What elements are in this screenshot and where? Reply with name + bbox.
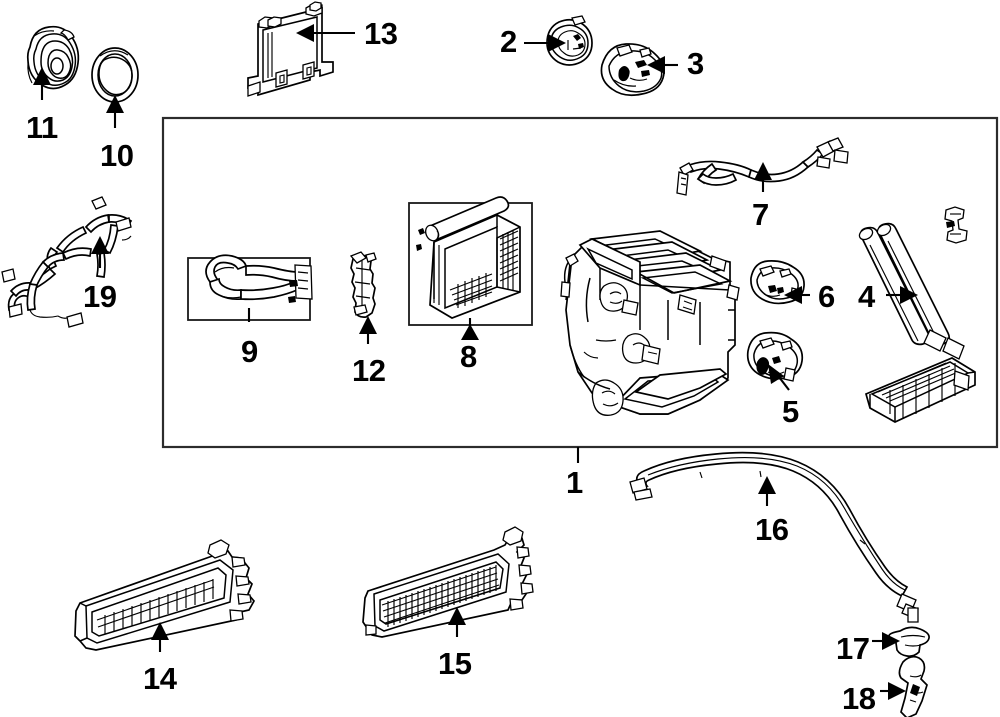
callout-pointer-10 [106,95,124,128]
part-air-inlet-servo-motor [746,331,804,382]
part-drain-valve-clip [898,655,928,717]
callout-label-5: 5 [782,394,799,429]
part-heater-core [858,206,976,423]
part-blower-motor-fan [26,25,80,90]
callout-pointer-13 [296,24,355,42]
callout-pointer-18 [880,682,906,700]
callout-label-7: 7 [752,197,769,232]
callout-pointer-17 [872,632,900,650]
part-mounting-clip [349,251,377,318]
callout-label-6: 6 [818,279,835,314]
callout-label-1: 1 [566,465,583,500]
callout-label-12: 12 [352,353,386,388]
callout-label-8: 8 [460,339,477,374]
callout-label-2: 2 [500,24,517,59]
callout-label-13: 13 [364,16,398,51]
callout-label-10: 10 [100,138,134,173]
callout-pointer-6 [784,286,810,304]
callout-pointer-15 [448,607,466,637]
callout-pointer-11 [33,67,51,100]
part-evaporator-core [416,196,521,319]
callout-pointer-19 [91,236,109,268]
callout-pointer-8 [461,318,479,340]
main-assembly-frame [161,116,999,449]
callout-label-17: 17 [836,631,870,666]
callout-label-14: 14 [143,661,177,696]
callout-label-15: 15 [438,646,472,681]
part-suction-hose-assembly [205,254,313,303]
part-heater-element-core [74,539,256,651]
part-cabin-air-filter-panel [247,1,334,97]
part-mode-servo-motor [600,43,665,97]
callout-label-9: 9 [241,334,258,369]
callout-label-16: 16 [755,512,789,547]
callout-label-3: 3 [687,46,704,81]
callout-label-18: 18 [842,681,876,716]
part-drain-grommet [888,607,930,658]
callout-pointer-2 [524,34,566,52]
callout-label-4: 4 [858,279,875,314]
callout-pointer-4 [886,286,918,304]
part-evaporator-fin-core [362,526,534,638]
callout-pointer-3 [647,56,678,74]
part-wire-harness-lower [1,196,133,328]
callout-label-11: 11 [26,110,58,145]
part-hvac-case-assembly [560,230,740,416]
callout-pointer-12 [359,316,377,344]
callout-pointer-7 [754,162,772,192]
callout-pointer-5 [768,364,790,391]
callout-pointer-16 [758,476,776,506]
callout-pointer-14 [151,622,169,652]
callout-label-19: 19 [83,279,117,314]
part-blower-motor-seal [91,47,139,103]
